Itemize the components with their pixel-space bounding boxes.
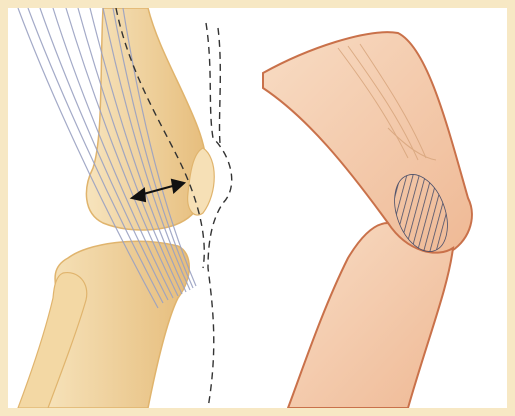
- illustration-canvas: [8, 8, 507, 408]
- anatomical-illustration: [8, 8, 507, 408]
- right-panel-flexed-knee-outline: [263, 32, 472, 408]
- left-panel-knee-bones-tendon: [18, 8, 232, 408]
